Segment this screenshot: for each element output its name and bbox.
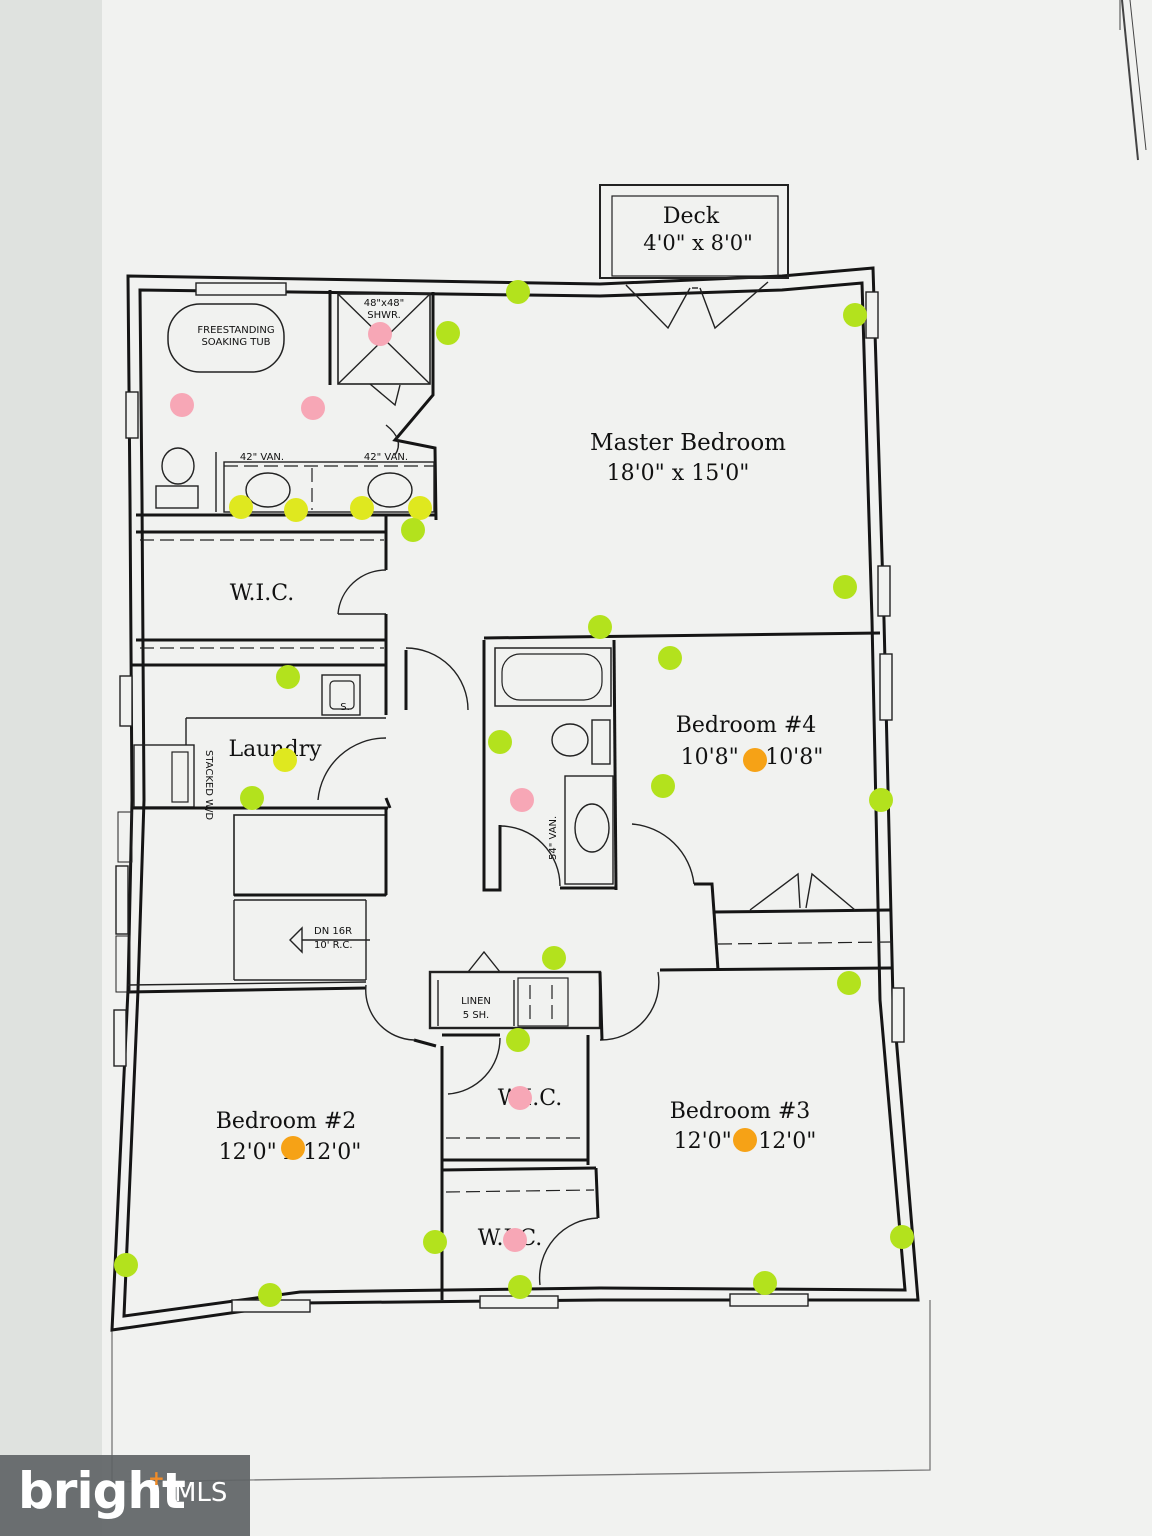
swing-door-icon [499,825,561,887]
paper-edge [0,0,110,1536]
sticker-dot [273,748,297,772]
double-door-icon [625,281,769,330]
deck-size: 4'0" x 8'0" [643,231,753,255]
swing-door-icon [599,971,660,1041]
sticker-dot [401,518,425,542]
sticker-dots [114,280,914,1307]
sticker-dot [833,575,857,599]
sink-icon [321,674,361,716]
sticker-dot [408,496,432,520]
stair-arrow-icon [289,926,303,954]
vanity-left-label: 42" VAN. [240,452,284,463]
wic-upper-label: W.I.C. [230,581,295,606]
bedroom3-name: Bedroom #3 [670,1099,811,1124]
plus-icon: + [148,1466,165,1490]
linen-label-2: 5 SH. [463,1010,489,1021]
sticker-dot [240,786,264,810]
sticker-dot [281,1136,305,1160]
tub-label-2: SOAKING TUB [201,337,270,348]
bedroom2-name: Bedroom #2 [216,1109,357,1134]
tub-icon [167,303,285,373]
shower-label-2: SHWR. [367,310,401,321]
swing-door-icon [631,823,695,885]
sticker-dot [890,1225,914,1249]
wall-hatch [115,811,133,993]
sink-icon [245,472,291,508]
sticker-dot [733,1128,757,1152]
window-icon [113,282,905,1313]
sticker-dot [503,1228,527,1252]
watermark-suffix: MLS [174,1478,228,1508]
linen-label-1: LINEN [461,996,491,1007]
laundry-sink-label: S. [340,702,350,713]
sticker-dot [284,498,308,522]
washer-dryer-label: STACKED W/D [203,750,214,820]
sticker-dot [423,1230,447,1254]
swing-door-icon [385,424,400,456]
wic-lower: W.I.C. W.I.C. [440,1033,600,1300]
stairs: DN 16R 10' R.C. [127,808,388,994]
vanity-right-label: 42" VAN. [364,452,408,463]
linen-closet: LINEN 5 SH. [428,950,660,1041]
stairs-label-2: 10' R.C. [314,940,353,951]
sticker-dot [114,1253,138,1277]
sticker-dot [753,1271,777,1295]
sticker-dot [869,788,893,812]
sticker-dot [508,1275,532,1299]
shower [337,293,431,385]
sink-icon [367,472,413,508]
master-bedroom-size: 18'0" x 15'0" [607,461,750,486]
swing-door-icon [405,647,469,711]
sticker-dot [368,322,392,346]
sticker-dot [488,730,512,754]
swing-door-icon [317,737,387,801]
watermark-brand: bright [18,1462,186,1520]
sticker-dot [436,321,460,345]
sticker-dot [743,748,767,772]
swing-door-icon [365,984,415,1041]
toilet-icon [161,447,195,485]
sticker-dot [843,303,867,327]
sticker-dot [170,393,194,417]
vanity-counter [223,461,435,513]
deck-name: Deck [663,204,720,229]
sticker-dot [301,396,325,420]
shower-label-1: 48"x48" [364,298,405,309]
sticker-dot [276,665,300,689]
bedroom4-name: Bedroom #4 [676,713,817,738]
sticker-dot [542,946,566,970]
master-bedroom-name: Master Bedroom [590,430,786,456]
swing-door-icon [337,569,387,615]
sheet-border [111,1300,931,1483]
stairs-label-1: DN 16R [314,926,352,937]
tub-icon [494,647,612,707]
tub-label-1: FREESTANDING [197,325,274,336]
hall-vanity-label: 54" VAN. [548,816,559,860]
sticker-dot [651,774,675,798]
sticker-dot [510,788,534,812]
laundry: S. STACKED W/D Laundry [132,663,392,820]
sticker-dot [508,1086,532,1110]
sink-icon [574,803,610,853]
sticker-dot [658,646,682,670]
swing-door-icon [447,1037,501,1095]
sticker-dot [506,1028,530,1052]
deck: Deck 4'0" x 8'0" [599,184,789,279]
sticker-dot [229,495,253,519]
toilet-icon [551,723,589,757]
sticker-dot [837,971,861,995]
wic-upper: W.I.C. [136,515,388,665]
sticker-dot [506,280,530,304]
swing-door-icon [538,1217,599,1286]
vanity-counter [564,775,614,885]
hall-bath: 54" VAN. [482,639,618,892]
sticker-dot [258,1283,282,1307]
sticker-dot [588,615,612,639]
watermark-box [0,1455,250,1536]
sticker-dot [350,496,374,520]
